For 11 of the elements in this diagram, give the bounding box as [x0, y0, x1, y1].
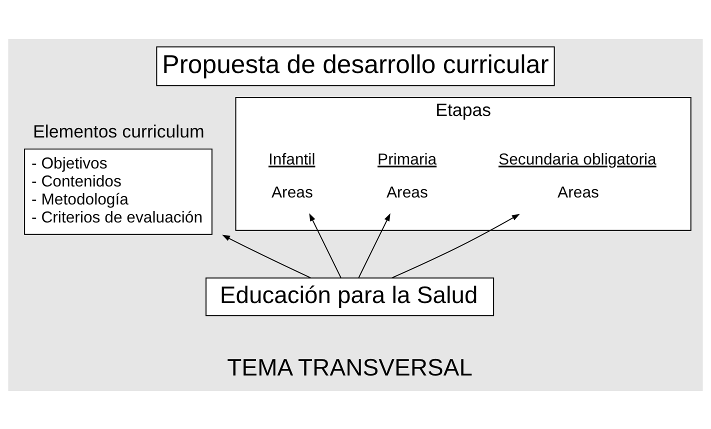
node-text: Infantil Areas	[268, 151, 316, 201]
arrow	[222, 234, 312, 278]
arrow	[391, 213, 520, 278]
node-text: Primaria Areas	[378, 151, 437, 201]
arrow	[309, 212, 342, 278]
node-text: Secundaria obligatoria Areas	[498, 151, 656, 201]
label: TEMA TRANSVERSAL	[227, 354, 472, 381]
node-label: Elementos curriculum	[33, 121, 204, 142]
diagram-title: Propuesta de desarrollo curricular	[162, 50, 549, 79]
arrow	[358, 212, 390, 278]
node-box: Educación para la Salud	[206, 276, 494, 316]
